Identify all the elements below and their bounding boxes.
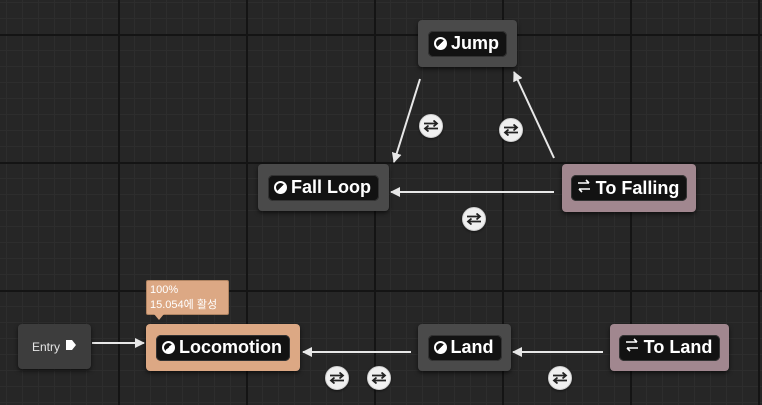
transition-rule-jump-to-fall-loop[interactable] (419, 114, 443, 138)
active-state-tooltip: 100% 15.054에 활성 (146, 280, 229, 320)
transition-rule-to-falling-to-jump[interactable] (499, 118, 523, 142)
transition-rule-icon (552, 372, 568, 384)
state-label-jump: Jump (450, 33, 499, 53)
transition-rule-icon (371, 372, 387, 384)
state-node-land[interactable]: Land (418, 324, 511, 371)
entry-node[interactable]: Entry (18, 324, 91, 369)
state-node-jump[interactable]: Jump (418, 20, 517, 67)
conduit-label-to-land: To Land (643, 337, 713, 357)
transition-rule-to-falling-to-fall-loop[interactable] (462, 207, 486, 231)
state-label-fall-loop: Fall Loop (291, 177, 371, 197)
transition-rule-land-to-locomotion-a[interactable] (325, 366, 349, 390)
state-icon (274, 181, 287, 194)
active-weight: 100% (150, 284, 179, 296)
transition-rule-to-land-to-land[interactable] (548, 366, 572, 390)
state-node-locomotion[interactable]: Locomotion (146, 324, 300, 371)
state-icon (433, 37, 447, 50)
transition-rule-icon (423, 120, 439, 132)
conduit-node-to-land-title: To Land (618, 334, 721, 361)
transition-rule-land-to-locomotion-b[interactable] (367, 366, 391, 390)
state-node-locomotion-title: Locomotion (156, 334, 290, 361)
transition-rule-icon (329, 372, 345, 384)
state-icon (162, 341, 175, 354)
transition-rule-icon (503, 124, 519, 136)
entry-label: Entry (31, 339, 60, 354)
wire-jump-to-fall-loop (391, 78, 421, 163)
state-node-land-title: Land (427, 334, 502, 361)
conduit-node-to-falling-title: To Falling (570, 175, 688, 201)
state-node-jump-title: Jump (427, 30, 507, 57)
play-icon (65, 338, 77, 356)
state-node-fall-loop[interactable]: Fall Loop (258, 164, 389, 211)
conduit-label-to-falling: To Falling (595, 177, 680, 198)
state-label-land: Land (450, 337, 494, 357)
active-time: 15.054에 활성 (150, 299, 218, 311)
state-label-locomotion: Locomotion (179, 337, 282, 357)
conduit-icon (625, 338, 639, 357)
transition-rule-icon (466, 213, 482, 225)
conduit-node-to-land[interactable]: To Land (610, 324, 729, 371)
conduit-icon (577, 178, 591, 198)
conduit-node-to-falling[interactable]: To Falling (562, 164, 696, 212)
state-icon (433, 341, 447, 354)
wire-to-falling-to-jump (513, 71, 555, 159)
state-node-fall-loop-title: Fall Loop (268, 174, 379, 201)
